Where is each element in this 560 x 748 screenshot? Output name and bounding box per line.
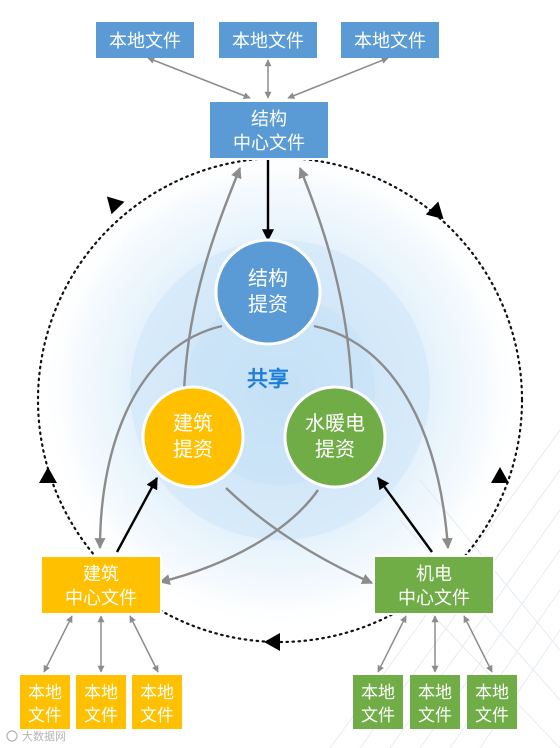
mep-circle-line1: 水暖电 <box>305 411 365 435</box>
mep-center-line1: 机电 <box>416 564 452 585</box>
bottom-left-local-file-2[interactable]: 本地 文件 <box>76 675 126 729</box>
orbit-arrowhead-upper-right <box>425 201 444 220</box>
top-local-file-1[interactable]: 本地文件 <box>96 22 194 58</box>
arch-to-mep-center-curve <box>225 487 374 585</box>
top-local-file-1-label: 本地文件 <box>109 31 181 52</box>
top-local-connectors <box>147 57 389 99</box>
arch-to-structure-center-curve <box>182 166 242 393</box>
shared-label: 共享 <box>247 367 289 391</box>
br-file-1-line2: 文件 <box>361 706 395 726</box>
structure-center-file[interactable]: 结构 中心文件 <box>208 100 330 160</box>
orbit-arrowhead-bottom <box>264 633 280 651</box>
bl-file-2-line2: 文件 <box>84 706 118 726</box>
black-arrows <box>115 160 433 553</box>
br-file-2-line1: 本地 <box>418 683 452 703</box>
br-file-1-line1: 本地 <box>361 683 395 703</box>
structure-to-mep-center-curve <box>313 324 453 550</box>
br-file-3-line2: 文件 <box>475 706 509 726</box>
structure-to-arch-center-curve <box>94 324 223 550</box>
structure-submission-circle[interactable]: 结构 提资 <box>214 238 322 346</box>
orbit-arrowheads <box>39 196 509 651</box>
br-file-3-line1: 本地 <box>475 683 509 703</box>
bl-file-3-line2: 文件 <box>140 706 174 726</box>
bottom-left-local-file-1[interactable]: 本地 文件 <box>20 675 70 729</box>
bottom-left-local-file-3[interactable]: 本地 文件 <box>132 675 182 729</box>
bottom-right-local-file-2[interactable]: 本地 文件 <box>410 675 460 729</box>
br-file-2-line2: 文件 <box>418 706 452 726</box>
top-local-file-3[interactable]: 本地文件 <box>341 22 439 58</box>
bl-file-3-line1: 本地 <box>140 683 174 703</box>
architecture-center-file[interactable]: 建筑 中心文件 <box>40 555 162 615</box>
top-local-file-2-label: 本地文件 <box>232 31 304 52</box>
arch-center-to-circle-arrow <box>115 476 159 553</box>
flow-curves <box>94 166 453 586</box>
mep-center-file[interactable]: 机电 中心文件 <box>373 555 495 615</box>
structure-circle-line2: 提资 <box>248 292 288 316</box>
watermark: 大数据网 <box>6 729 66 743</box>
orbit-arrowhead-lower-left <box>39 467 57 483</box>
bottom-left-local-connectors <box>43 615 159 673</box>
architecture-submission-circle[interactable]: 建筑 提资 <box>141 385 245 489</box>
top-local-file-2[interactable]: 本地文件 <box>219 22 317 58</box>
watermark-text: 大数据网 <box>22 729 66 743</box>
bl-file-1-line1: 本地 <box>28 683 62 703</box>
top-local-file-3-label: 本地文件 <box>354 31 426 52</box>
structure-circle-line1: 结构 <box>248 266 288 290</box>
mep-center-line2: 中心文件 <box>398 588 470 609</box>
bottom-right-local-connectors <box>377 615 493 673</box>
mep-circle-line2: 提资 <box>315 437 355 461</box>
bottom-right-local-file-1[interactable]: 本地 文件 <box>353 675 403 729</box>
mep-to-structure-center-curve <box>298 166 354 393</box>
architecture-circle-line2: 提资 <box>173 437 213 461</box>
structure-center-line1: 结构 <box>251 109 287 130</box>
bl-file-2-line1: 本地 <box>84 683 118 703</box>
bottom-right-local-file-3[interactable]: 本地 文件 <box>467 675 517 729</box>
mep-center-to-circle-arrow <box>377 477 433 553</box>
architecture-circle-line1: 建筑 <box>173 411 213 435</box>
watermark-logo-icon <box>6 730 18 742</box>
orbit-arrowhead-lower-right <box>491 467 509 483</box>
architecture-center-line1: 建筑 <box>83 564 119 585</box>
structure-center-line2: 中心文件 <box>233 133 305 154</box>
mep-submission-circle[interactable]: 水暖电 提资 <box>283 385 387 489</box>
architecture-center-line2: 中心文件 <box>65 588 137 609</box>
mep-to-arch-center-curve <box>158 489 319 586</box>
bl-file-1-line2: 文件 <box>28 706 62 726</box>
orbit-arrowhead-upper-left <box>106 196 125 215</box>
